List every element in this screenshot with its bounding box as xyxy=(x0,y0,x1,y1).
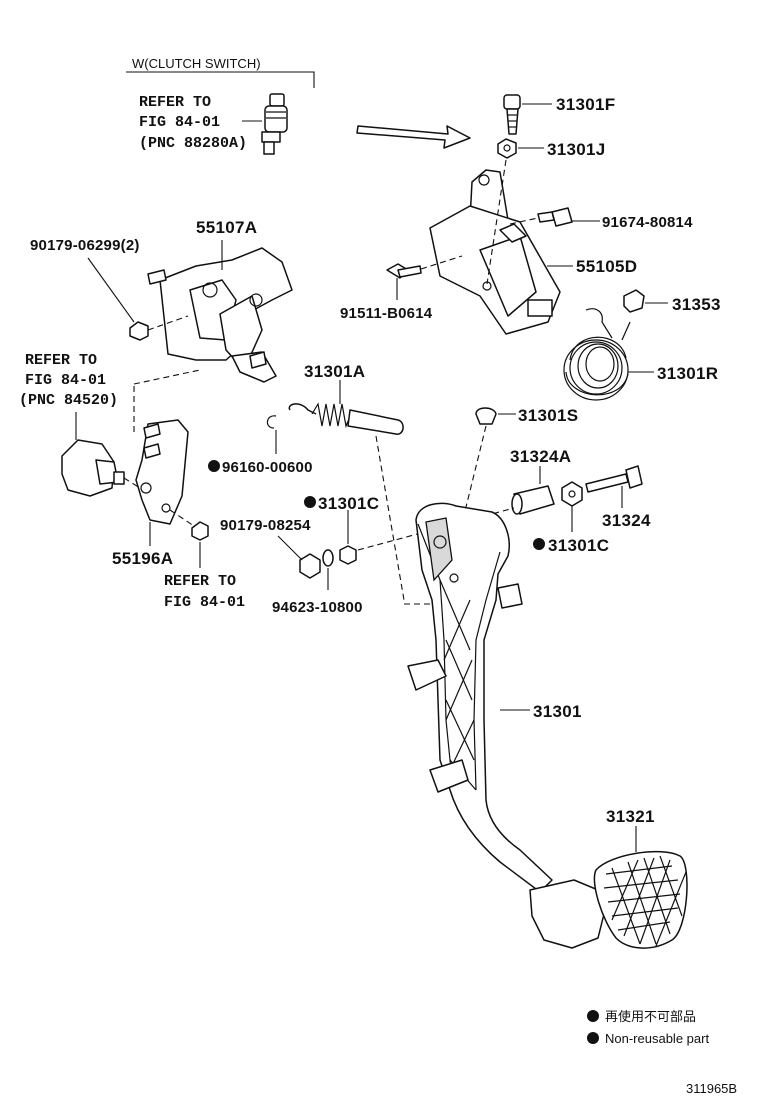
ref-sensor-line3: (PNC 84520) xyxy=(19,392,118,409)
ref-switch-line3: (PNC 88280A) xyxy=(139,135,247,152)
bolt-31301F xyxy=(503,94,521,135)
bracket-55107A xyxy=(147,247,293,383)
label-91511: 91511-B0614 xyxy=(340,305,433,322)
label-90179-08254: 90179-08254 xyxy=(220,517,311,534)
nonreusable-dot-96160 xyxy=(208,460,220,472)
spring-31301R xyxy=(563,308,631,401)
bushing-31301S xyxy=(475,407,497,425)
nut-90179-06299 xyxy=(129,321,149,341)
bolt-31324 xyxy=(585,465,643,493)
dash-pin-axis xyxy=(375,435,405,601)
legend-jp: 再使用不可部品 xyxy=(605,1009,696,1024)
leader-90179-08254 xyxy=(277,535,303,561)
label-31301C-right: 31301C xyxy=(548,536,609,555)
legend-dot-jp xyxy=(587,1010,599,1022)
label-55196A: 55196A xyxy=(112,549,173,568)
legend: 再使用不可部品 Non-reusable part xyxy=(587,1009,709,1046)
bracket-55105D xyxy=(429,169,561,335)
clip-31353 xyxy=(623,289,645,313)
dash-91674 xyxy=(509,217,539,225)
direction-arrow xyxy=(356,125,471,149)
label-31324: 31324 xyxy=(602,511,651,530)
leader-90179-06299 xyxy=(87,257,135,323)
label-31301F: 31301F xyxy=(556,95,615,114)
pedal-pad-31321 xyxy=(593,850,688,949)
ref-switch-line2: FIG 84-01 xyxy=(139,114,220,131)
label-96160: 96160-00600 xyxy=(222,459,313,476)
label-90179-06299: 90179-06299(2) xyxy=(30,237,140,254)
label-31321: 31321 xyxy=(606,807,655,826)
pin-31301A xyxy=(288,402,404,435)
pedal-arm-31301 xyxy=(407,502,605,949)
diagram-id: 311965B xyxy=(686,1081,737,1096)
dash-55196A-nut xyxy=(169,509,195,527)
ref-bottom-line2: FIG 84-01 xyxy=(164,594,245,611)
ref-switch-line1: REFER TO xyxy=(139,94,211,111)
clutch-switch-part xyxy=(261,93,288,155)
label-31301R: 31301R xyxy=(657,364,718,383)
bracket-55196A xyxy=(135,419,189,525)
label-31353: 31353 xyxy=(672,295,721,314)
dash-bolt-axis xyxy=(486,159,507,285)
clutch-switch-bracket xyxy=(126,71,315,88)
label-55105D: 55105D xyxy=(576,257,637,276)
nut-90179-08254 xyxy=(299,553,321,579)
clutch-switch-label: W(CLUTCH SWITCH) xyxy=(132,56,261,71)
legend-en: Non-reusable part xyxy=(605,1031,709,1046)
label-31324A: 31324A xyxy=(510,447,571,466)
nut-31301C-right xyxy=(561,481,583,507)
pedal-sensor xyxy=(61,439,125,497)
nonreusable-dot-31301C-left xyxy=(304,496,316,508)
bolt-91674 xyxy=(537,207,573,227)
dash-55196A-link xyxy=(133,369,201,385)
label-31301J: 31301J xyxy=(547,140,606,159)
label-31301: 31301 xyxy=(533,702,582,721)
label-31301S: 31301S xyxy=(518,406,578,425)
nonreusable-dot-31301C-right xyxy=(533,538,545,550)
clutch-switch-note: W(CLUTCH SWITCH) REFER TO FIG 84-01 (PNC… xyxy=(126,56,315,155)
label-31301A: 31301A xyxy=(304,362,365,381)
label-94623: 94623-10800 xyxy=(272,599,363,616)
label-55107A: 55107A xyxy=(196,218,257,237)
collar-31324A xyxy=(511,485,555,515)
dash-nut-90179-06299 xyxy=(147,315,189,331)
nut-31301J xyxy=(497,138,517,159)
clip-96160 xyxy=(266,415,277,429)
ref-bottom-line1: REFER TO xyxy=(164,573,236,590)
ref-sensor-line2: FIG 84-01 xyxy=(25,372,106,389)
legend-dot-en xyxy=(587,1032,599,1044)
washer-94623 xyxy=(322,549,334,567)
nut-bottom-left xyxy=(191,521,209,541)
bolt-91511 xyxy=(386,263,422,279)
dash-91511 xyxy=(420,255,463,270)
label-91674: 91674-80814 xyxy=(602,214,693,231)
nut-31301C-left xyxy=(339,545,357,565)
ref-sensor-line1: REFER TO xyxy=(25,352,97,369)
label-31301C-left: 31301C xyxy=(318,494,379,513)
